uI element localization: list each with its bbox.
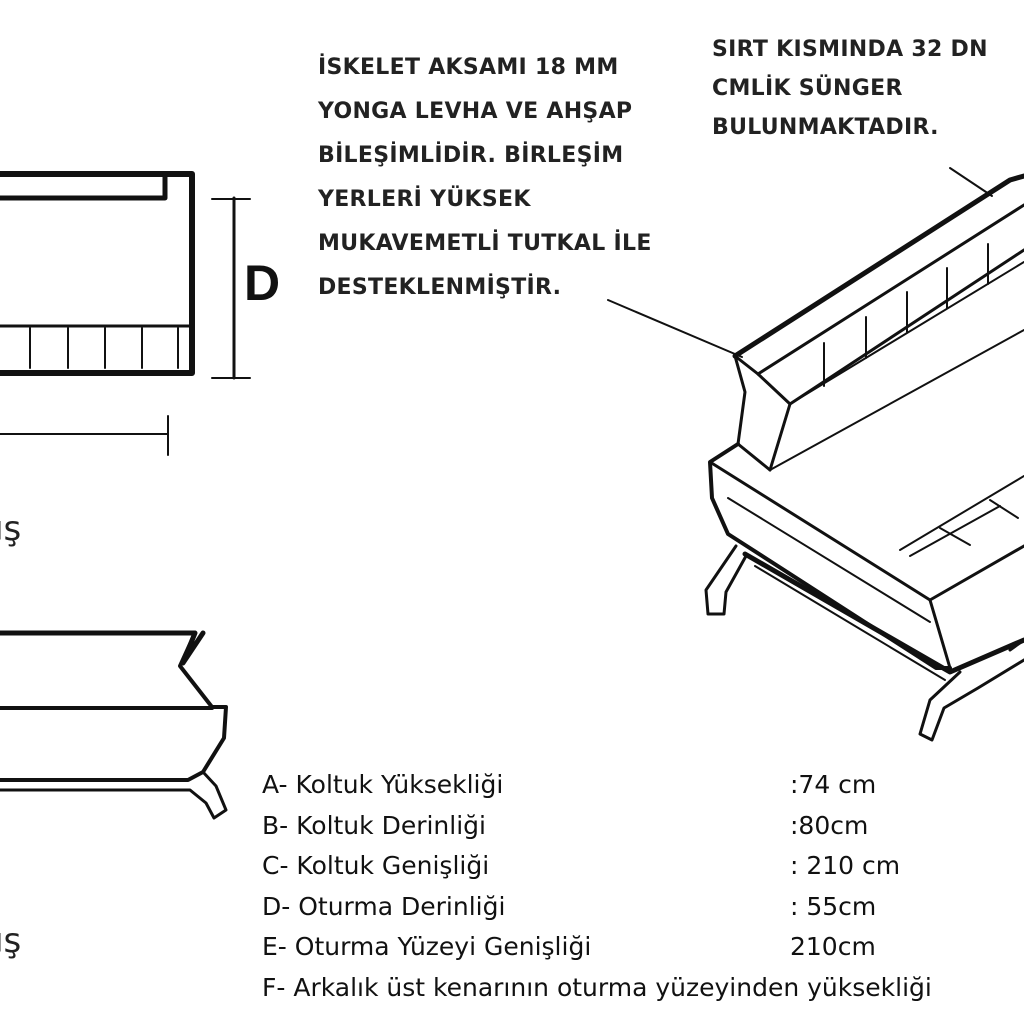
spec-label: C- Koltuk Genişliği <box>262 851 490 880</box>
frame-note-line: İSKELET AKSAMI 18 MM <box>318 55 619 80</box>
leader-lines <box>607 167 993 358</box>
back-foam-note: SIRT KISMINDA 32 DN CMLİK SÜNGER BULUNMA… <box>712 30 988 147</box>
frame-note-line: DESTEKLENMİŞTİR. <box>318 275 562 300</box>
side-view-label: üş <box>0 921 22 961</box>
frame-note-line: BİLEŞİMLİDİR. BİRLEŞİM <box>318 143 624 168</box>
spec-row: D- Oturma Derinliği : 55cm <box>262 892 1024 933</box>
spec-value: : 210 cm <box>790 851 901 880</box>
spec-label: A- Koltuk Yüksekliği <box>262 770 504 799</box>
foam-note-line: SIRT KISMINDA 32 DN <box>712 37 988 62</box>
spec-label: F- Arkalık üst kenarının oturma yüzeyind… <box>262 972 932 1002</box>
dimension-spec-list: A- Koltuk Yüksekliği :74 cm B- Koltuk De… <box>262 770 1024 1013</box>
spec-row: B- Koltuk Derinliği :80cm <box>262 811 1024 852</box>
spec-value: 210cm <box>790 932 876 961</box>
spec-row: F- Arkalık üst kenarının oturma yüzeyind… <box>262 973 1024 1014</box>
spec-row: A- Koltuk Yüksekliği :74 cm <box>262 770 1024 811</box>
frame-construction-note: İSKELET AKSAMI 18 MM YONGA LEVHA VE AHŞA… <box>318 46 652 310</box>
spec-label: D- Oturma Derinliği <box>262 891 506 921</box>
foam-note-line: BULUNMAKTADIR. <box>712 115 939 140</box>
spec-value: :74 cm <box>790 770 877 799</box>
spec-label: B- Koltuk Derinliği <box>262 810 486 840</box>
frame-note-line: YONGA LEVHA VE AHŞAP <box>318 99 633 124</box>
spec-value: :80cm <box>790 810 869 840</box>
spec-value: : 55cm <box>790 891 877 921</box>
side-view-drawing <box>0 630 228 820</box>
frame-note-line: MUKAVEMETLİ TUTKAL İLE <box>318 231 652 256</box>
spec-label: E- Oturma Yüzeyi Genişliği <box>262 932 592 961</box>
top-view-label: üş <box>0 509 22 549</box>
isometric-sofa-drawing <box>704 173 1024 742</box>
frame-note-line: YERLERİ YÜKSEK <box>318 187 531 212</box>
foam-note-line: CMLİK SÜNGER <box>712 76 903 101</box>
dimension-letter-d: D <box>244 255 281 311</box>
spec-row: C- Koltuk Genişliği : 210 cm <box>262 851 1024 892</box>
spec-row: E- Oturma Yüzeyi Genişliği 210cm <box>262 932 1024 973</box>
top-view-drawing <box>0 171 251 456</box>
